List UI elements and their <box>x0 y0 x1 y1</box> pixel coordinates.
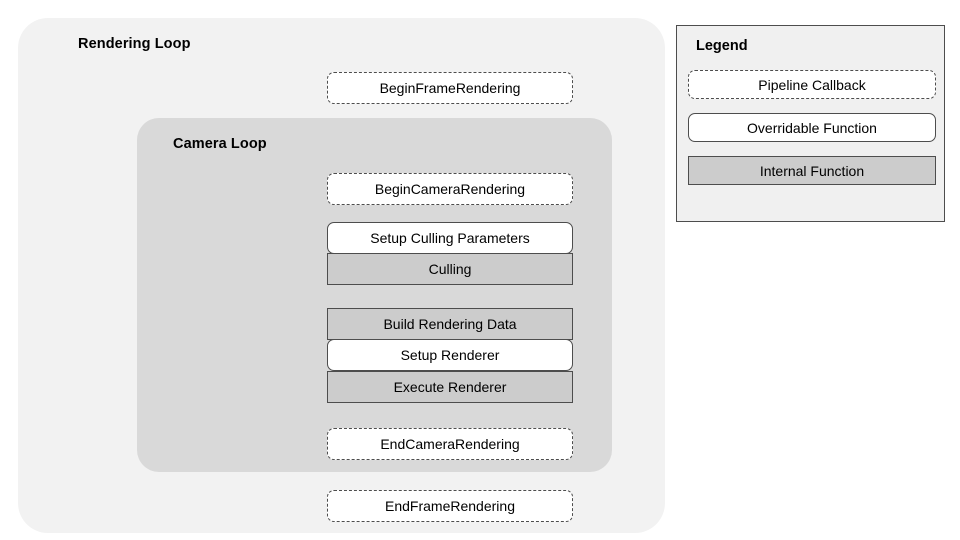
rendering-loop-label: Rendering Loop <box>78 36 191 52</box>
legend-item-overridable-function: Overridable Function <box>688 113 936 142</box>
node-begin-camera-rendering[interactable]: BeginCameraRendering <box>327 173 573 205</box>
legend-item-internal-function: Internal Function <box>688 156 936 185</box>
node-end-camera-rendering[interactable]: EndCameraRendering <box>327 428 573 460</box>
node-culling[interactable]: Culling <box>327 253 573 285</box>
node-begin-frame-rendering[interactable]: BeginFrameRendering <box>327 72 573 104</box>
legend-panel: Legend Pipeline Callback Overridable Fun… <box>676 25 945 222</box>
node-build-rendering-data[interactable]: Build Rendering Data <box>327 308 573 340</box>
node-setup-culling-parameters[interactable]: Setup Culling Parameters <box>327 222 573 254</box>
node-setup-renderer[interactable]: Setup Renderer <box>327 339 573 371</box>
node-end-frame-rendering[interactable]: EndFrameRendering <box>327 490 573 522</box>
camera-loop-label: Camera Loop <box>173 136 267 152</box>
node-execute-renderer[interactable]: Execute Renderer <box>327 371 573 403</box>
camera-loop-container: Camera Loop <box>137 118 612 472</box>
legend-title: Legend <box>696 38 748 54</box>
legend-item-pipeline-callback: Pipeline Callback <box>688 70 936 99</box>
